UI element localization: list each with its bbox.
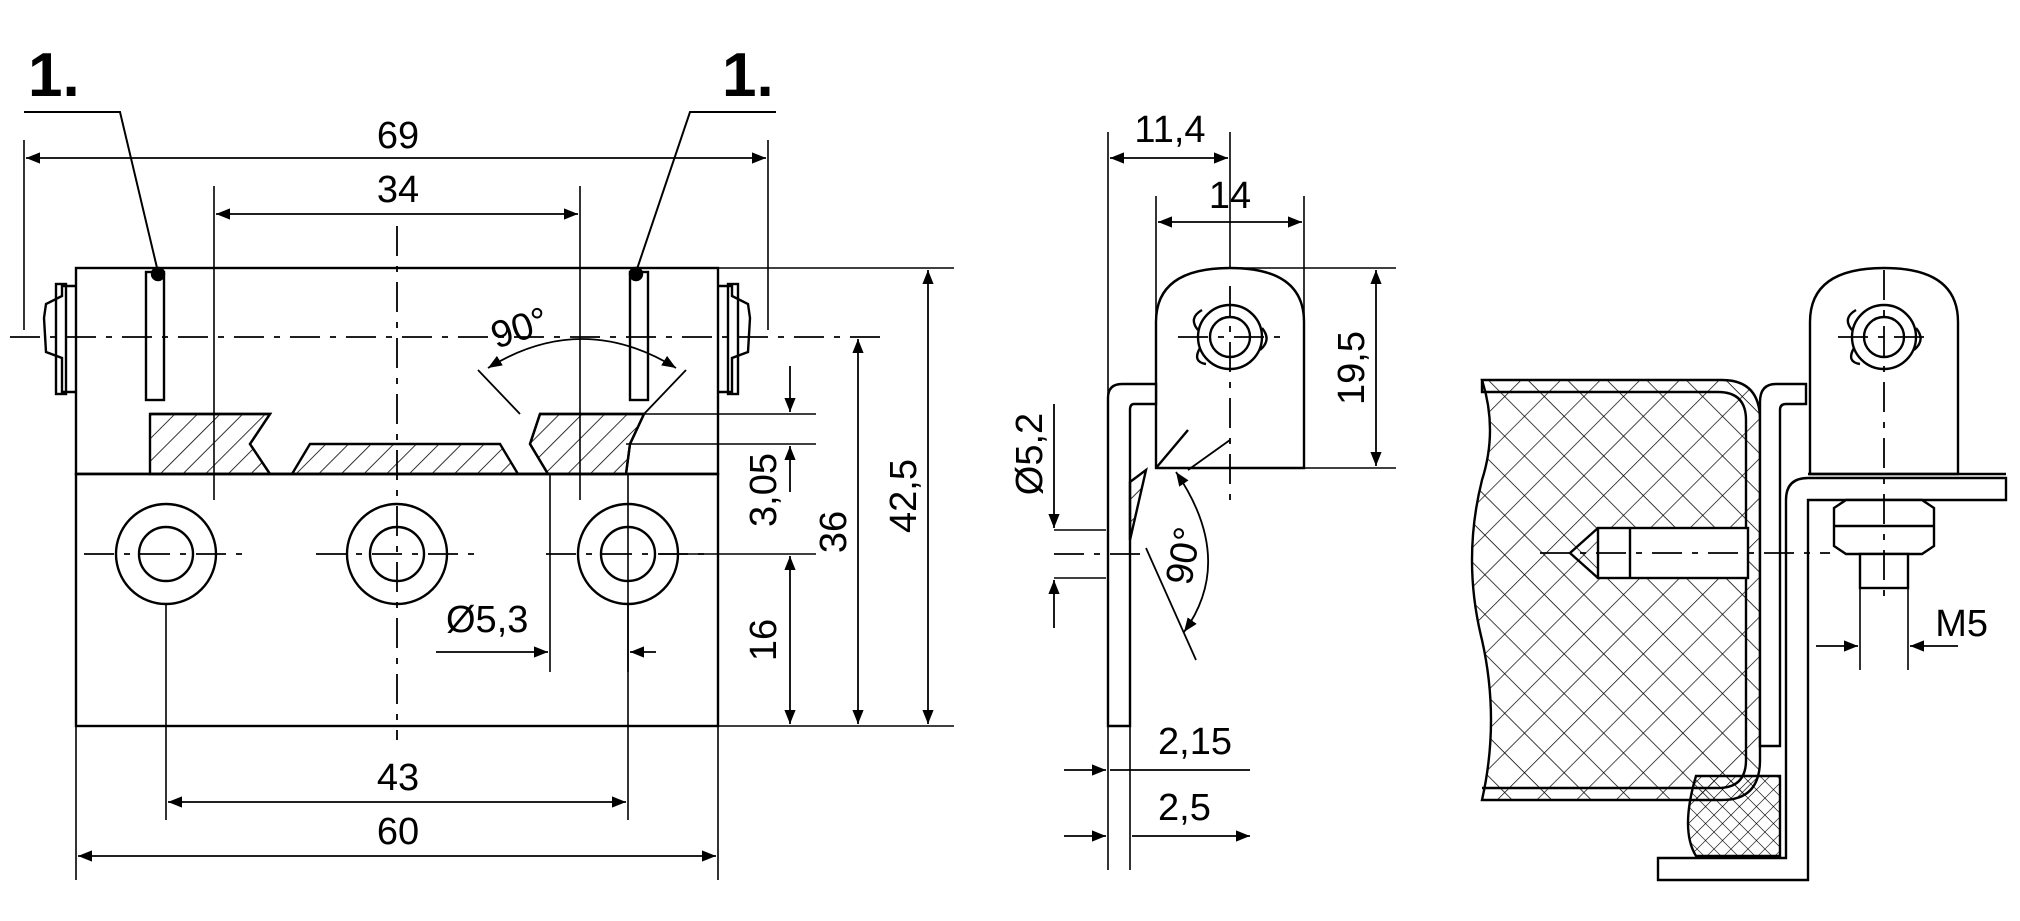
dim-thickness-2-15: 2,15 bbox=[1158, 721, 1232, 763]
dim-top-11-4: 11,4 bbox=[1134, 109, 1205, 151]
dim-plate-width: 60 bbox=[377, 811, 419, 853]
dim-angle-side: 90° bbox=[1159, 524, 1210, 588]
callout-right: 1. bbox=[722, 41, 774, 110]
dim-overall-width: 69 bbox=[377, 115, 419, 157]
dim-height-42-5: 42,5 bbox=[883, 459, 925, 533]
dim-thread: M5 bbox=[1935, 603, 1988, 645]
dim-pin-span: 34 bbox=[377, 169, 419, 211]
pin-cap-left bbox=[42, 284, 76, 394]
pin-cap-right bbox=[718, 284, 752, 394]
insulated-panel bbox=[1470, 378, 1762, 802]
front-view bbox=[10, 111, 954, 880]
section-view bbox=[1470, 266, 2008, 882]
dim-hole-height: 16 bbox=[743, 619, 785, 661]
dim-hole-diameter: Ø5,3 bbox=[446, 599, 528, 641]
frame-profile bbox=[1656, 476, 2008, 882]
side-plate bbox=[1106, 382, 1158, 728]
gasket bbox=[1686, 774, 1782, 858]
dim-hole-diameter-side: Ø5,2 bbox=[1009, 413, 1051, 495]
dim-thickness-2-5: 2,5 bbox=[1158, 787, 1211, 829]
callout-left: 1. bbox=[28, 41, 80, 110]
door-frame bbox=[1758, 382, 1808, 748]
dim-height-36: 36 bbox=[813, 511, 855, 553]
dim-hole-pitch: 43 bbox=[377, 757, 419, 799]
dim-offset: 3,05 bbox=[743, 453, 785, 527]
dim-height-19-5: 19,5 bbox=[1331, 331, 1373, 405]
dim-top-14: 14 bbox=[1209, 175, 1251, 217]
side-view bbox=[1048, 132, 1396, 870]
